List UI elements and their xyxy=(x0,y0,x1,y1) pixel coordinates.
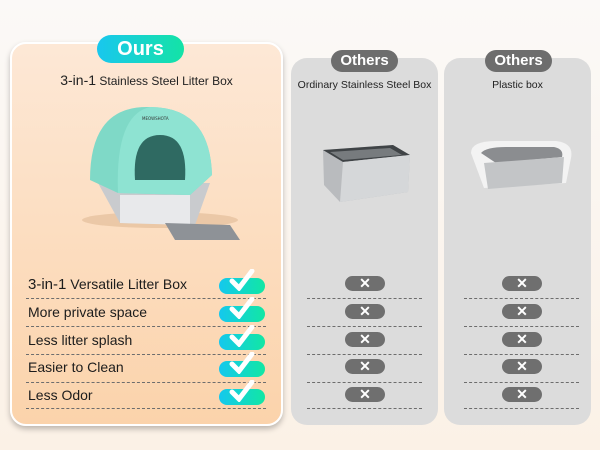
feature-label: More private space xyxy=(28,304,148,320)
x-icon: ✕ xyxy=(502,332,542,347)
row-divider xyxy=(464,408,579,409)
x-icon: ✕ xyxy=(502,359,542,374)
check-icon xyxy=(219,380,265,405)
row-divider xyxy=(26,326,266,327)
x-icon: ✕ xyxy=(345,276,385,291)
x-icon: ✕ xyxy=(502,304,542,319)
x-icon: ✕ xyxy=(345,359,385,374)
row-divider xyxy=(464,326,579,327)
others-title: Plastic box xyxy=(492,79,543,91)
row-divider xyxy=(26,354,266,355)
row-divider xyxy=(307,298,422,299)
row-divider xyxy=(307,326,422,327)
plastic-box-image xyxy=(471,141,572,189)
ours-title: 3-in-1 Stainless Steel Litter Box xyxy=(60,72,233,88)
ours-badge: Ours xyxy=(97,35,184,63)
row-divider xyxy=(307,354,422,355)
check-icon xyxy=(219,325,265,350)
brand-logo: MEOWSHOTA xyxy=(142,116,169,121)
x-icon: ✕ xyxy=(502,387,542,402)
feature-label: 3-in-1 Versatile Litter Box xyxy=(28,276,187,293)
row-divider xyxy=(307,408,422,409)
others-title: Ordinary Stainless Steel Box xyxy=(297,79,432,91)
x-icon: ✕ xyxy=(345,387,385,402)
row-divider xyxy=(464,298,579,299)
check-icon xyxy=(219,269,265,294)
others-badge: Others xyxy=(485,50,552,72)
feature-label: Easier to Clean xyxy=(28,359,124,375)
row-divider xyxy=(26,298,266,299)
row-divider xyxy=(464,354,579,355)
check-icon xyxy=(219,352,265,377)
feature-label: Less litter splash xyxy=(28,332,133,348)
x-icon: ✕ xyxy=(345,332,385,347)
row-divider xyxy=(26,382,266,383)
feature-label: Less Odor xyxy=(28,387,93,403)
others-badge: Others xyxy=(331,50,398,72)
stainless-box-image xyxy=(323,145,410,202)
row-divider xyxy=(464,382,579,383)
row-divider xyxy=(26,408,266,409)
tent-litter-box-image: MEOWSHOTA xyxy=(82,106,240,240)
check-icon xyxy=(219,297,265,322)
x-icon: ✕ xyxy=(502,276,542,291)
row-divider xyxy=(307,382,422,383)
x-icon: ✕ xyxy=(345,304,385,319)
